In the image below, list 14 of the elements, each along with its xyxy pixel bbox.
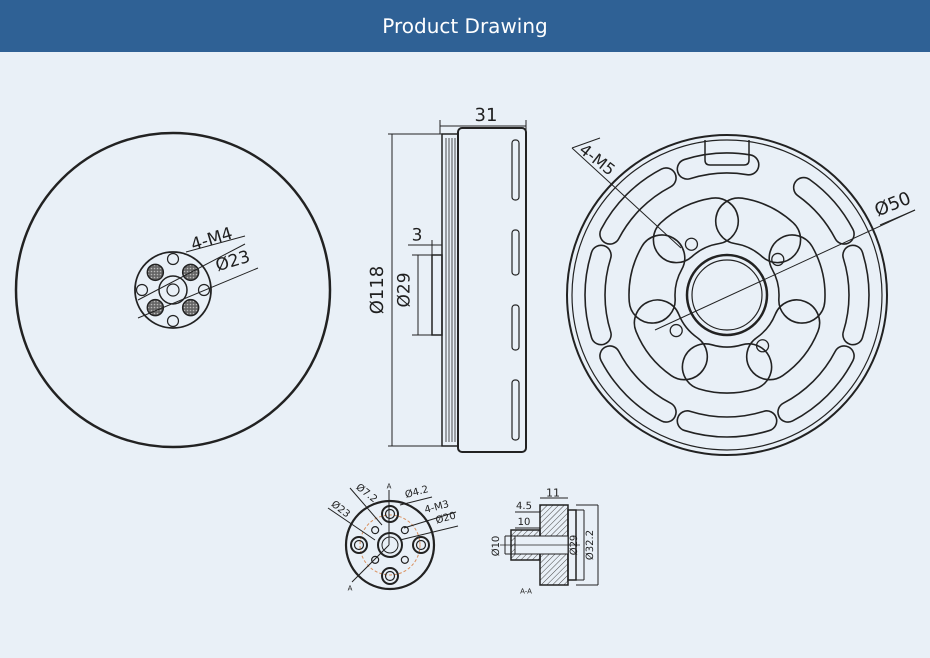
dimension-label: Ø32.2: [586, 530, 596, 560]
page-title: Product Drawing: [382, 14, 548, 38]
dimension-label: Ø20: [434, 512, 458, 526]
dimension-label: 11: [546, 488, 560, 498]
dimension-label: Ø29: [396, 272, 414, 308]
dimension-label: 3: [412, 228, 422, 244]
dimension-label: Ø23: [328, 500, 352, 520]
dimension-label: Ø118: [369, 266, 387, 314]
dimension-label: 10: [518, 518, 530, 528]
dimension-label: Ø10: [492, 536, 502, 556]
dimension-label: 31: [474, 107, 498, 125]
dimension-label: Ø4.2: [404, 485, 430, 501]
dimension-label: 4.5: [516, 502, 532, 512]
dimension-label: Ø50: [872, 190, 914, 220]
